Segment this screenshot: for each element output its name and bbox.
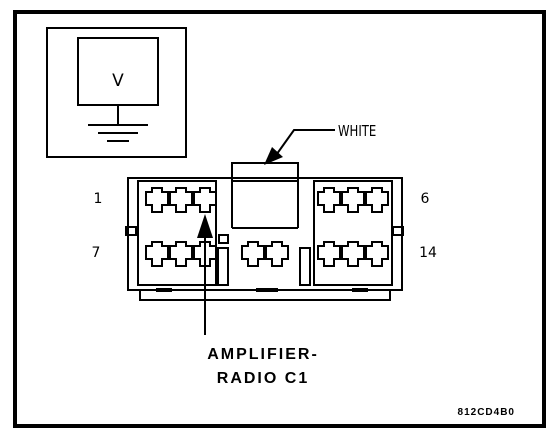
color-label: WHITE <box>338 124 376 141</box>
terminal-cavity <box>193 241 217 267</box>
connector-name-line1: AMPLIFIER- <box>207 346 319 363</box>
figure-code: 812CD4B0 <box>458 407 515 418</box>
connector-pointer-arrow <box>197 214 213 238</box>
outer-frame <box>13 10 546 428</box>
connector-body <box>125 162 404 301</box>
color-leader <box>273 129 335 159</box>
pin-label-7: 7 <box>92 245 101 261</box>
terminal-cavity <box>341 187 365 213</box>
terminal-cavity <box>365 187 389 213</box>
terminal-row-bottom <box>145 241 389 267</box>
terminal-cavity <box>317 187 341 213</box>
terminal-cavity <box>169 187 193 213</box>
pin-label-14: 14 <box>419 245 437 261</box>
terminal-cavity <box>145 187 169 213</box>
terminal-cavity <box>169 241 193 267</box>
connector-name-line2: RADIO C1 <box>217 370 309 387</box>
terminal-cavity <box>317 241 341 267</box>
ground-icon <box>88 124 148 142</box>
terminal-row-top <box>145 187 389 213</box>
voltmeter-inset: V <box>46 27 187 158</box>
terminal-cavity <box>265 241 289 267</box>
voltmeter-label: V <box>112 71 124 91</box>
pin-label-1: 1 <box>94 191 103 207</box>
color-arrow <box>264 147 283 165</box>
pin-label-6: 6 <box>421 191 430 207</box>
terminal-cavity <box>193 187 217 213</box>
terminal-cavity <box>241 241 265 267</box>
terminal-cavity <box>145 241 169 267</box>
terminal-cavity <box>341 241 365 267</box>
terminal-cavity <box>365 241 389 267</box>
